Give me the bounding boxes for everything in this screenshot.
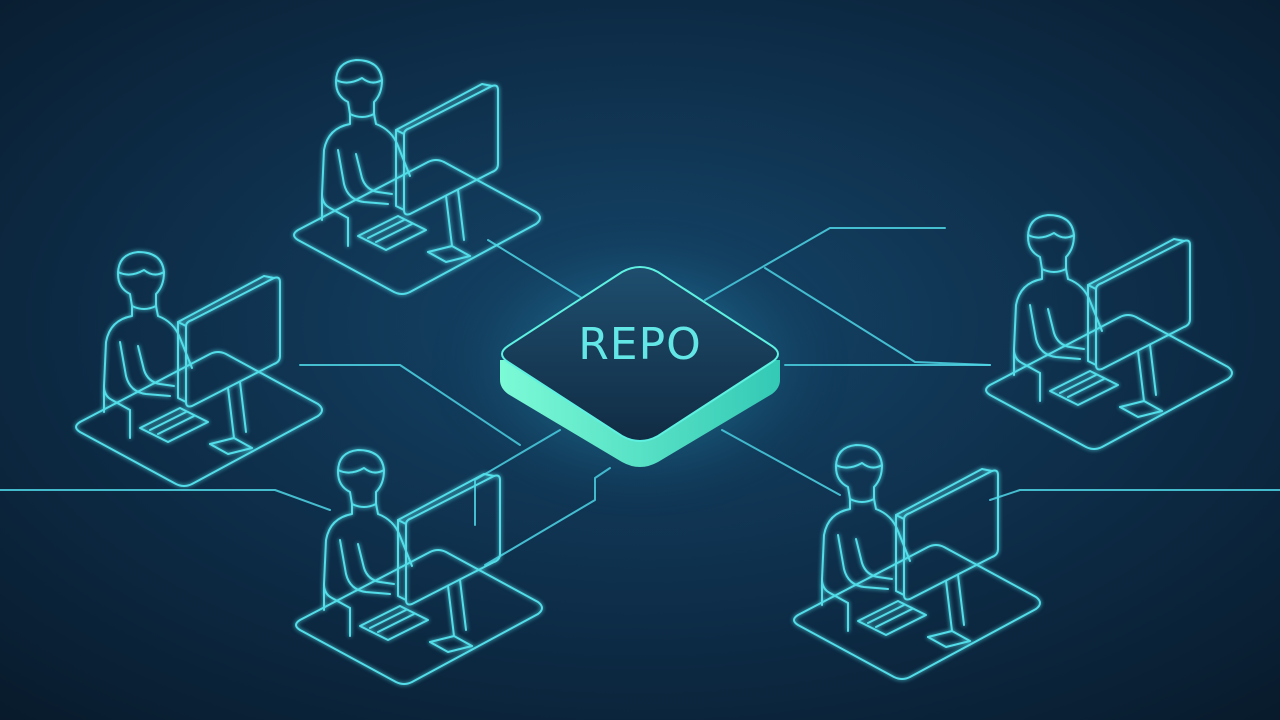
repo-hub: REPO <box>430 218 850 518</box>
hub-label: REPO <box>578 319 702 370</box>
link-far-right <box>989 489 1280 501</box>
link-far-left <box>0 489 331 511</box>
hub-top-face <box>501 266 779 442</box>
